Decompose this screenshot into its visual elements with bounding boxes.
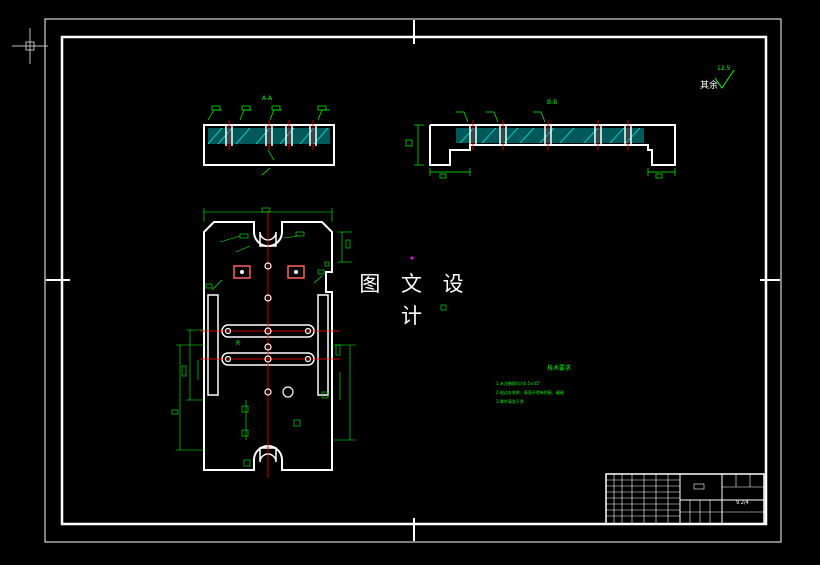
dimension-radius-label: R [236,340,240,347]
crosshair-cursor-icon [12,28,48,64]
annotation-markers [324,256,447,311]
tech-req-line-1: 1.未注倒角均为0.5×45° [496,380,541,386]
section-bb-label: B-B [547,99,557,106]
roughness-text: 其余 [700,79,718,91]
outer-border [44,18,782,543]
technical-requirements: 技术要求 1.未注倒角均为0.5×45° 2.锐边去毛刺，表面不得有划痕、磕碰 … [496,364,571,404]
tech-req-line-3: 3.零件清洗干净 [496,398,524,404]
roughness-value: 12.5 [717,65,731,72]
main-plan-view[interactable]: R [171,207,447,478]
title-block[interactable]: 9.2/4 [605,473,765,525]
drawing-frame [60,35,768,526]
frame-center-marks [46,20,780,541]
title-block-cell: 9.2/4 [736,500,749,506]
section-aa-view[interactable]: A-A [203,95,335,176]
roughness-symbol: 其余 12.5 [700,65,735,91]
tech-req-line-2: 2.锐边去毛刺，表面不得有划痕、磕碰 [496,389,564,395]
section-bb-view[interactable]: B-B [405,99,676,179]
section-aa-label: A-A [262,95,273,102]
tech-req-title: 技术要求 [547,364,571,372]
